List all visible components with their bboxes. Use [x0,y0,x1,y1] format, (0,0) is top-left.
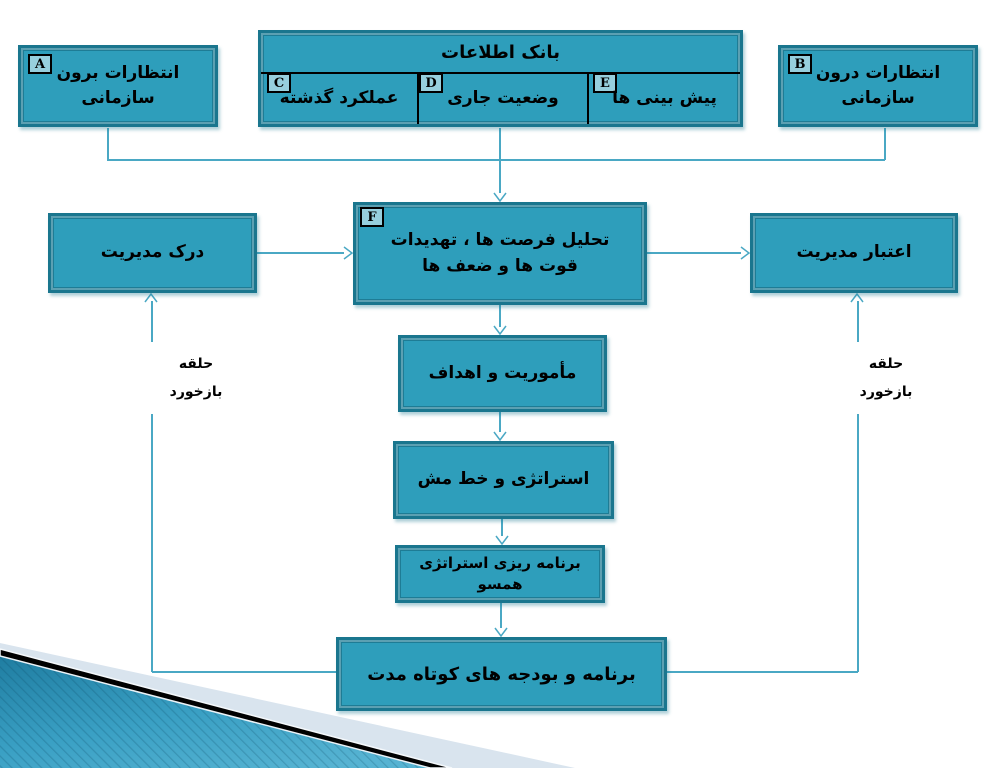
connector-swot-to-mission [499,305,501,327]
connector-a-drop [107,128,109,160]
connector-feedback-right-horizontal [667,671,858,673]
node-text: قوت ها و ضعف ها [422,255,578,276]
connector-feedback-left-horizontal [152,671,336,673]
node-text: استراتژی و خط مش [417,469,590,490]
connector-aligned-to-shortterm [500,603,502,628]
node-management-credibility: اعتبار مدیریت [750,213,958,293]
node-short-term-budgets: برنامه و بودجه های کوتاه مدت [336,637,667,711]
label-chip-d: D [419,73,443,93]
arrowhead-up-icon [850,293,864,303]
feedback-loop-label-right: حلقه بازخورد [836,342,936,414]
bank-cell-current-status: وضعیت جاری [417,74,587,124]
arrowhead-down-icon [494,627,508,637]
connector-swot-to-credibility [647,252,741,254]
arrowhead-down-icon [493,431,507,441]
node-swot-analysis: F تحلیل فرصت ها ، تهدیدات قوت ها و ضعف ه… [353,202,647,305]
feedback-label-line: حلقه [868,356,904,372]
arrowhead-down-icon [493,325,507,335]
label-chip-f: F [360,207,384,227]
node-text: برنامه و بودجه های کوتاه مدت [367,663,636,685]
node-external-expectations: A انتظارات برون سازمانی [18,45,218,127]
node-text: انتظارات درون [815,62,941,83]
bank-cell-past-performance: عملکرد گذشته [279,88,399,109]
arrowhead-up-icon [144,293,158,303]
bank-divider [261,72,740,74]
label-chip-b: B [788,54,812,74]
label-chip-e: E [593,73,617,93]
label-chip-a: A [28,54,52,74]
node-text: سازمانی [81,88,155,108]
node-mission-goals: مأموریت و اهداف [398,335,607,412]
node-text: درک مدیریت [100,242,205,263]
connector-feedback-left-vertical [151,301,153,672]
connector-cross-bar [107,159,885,161]
connector-strategy-to-aligned [501,519,503,536]
label-chip-c: C [267,73,291,93]
connector-b-drop [884,128,886,160]
feedback-label-line: بازخورد [169,384,223,400]
connector-feedback-right-vertical [857,301,859,672]
node-text: همسو [477,575,523,593]
feedback-label-line: بازخورد [859,384,913,400]
node-information-bank: بانک اطلاعات پیش بینی ها وضعیت جاری عملک… [258,30,743,127]
node-text: انتظارات برون [56,62,180,83]
node-text: اعتبار مدیریت [796,242,912,263]
feedback-label-line: حلقه [178,356,214,372]
node-internal-expectations: B انتظارات درون سازمانی [778,45,978,127]
node-strategy-policy: استراتژی و خط مش [393,441,614,519]
node-text: مأموریت و اهداف [428,362,577,383]
connector-understanding-to-swot [257,252,344,254]
connector-bank-to-swot [499,128,501,193]
feedback-loop-label-left: حلقه بازخورد [146,342,246,414]
node-text: سازمانی [841,88,915,108]
bank-title: بانک اطلاعات [441,42,560,63]
arrowhead-down-icon [495,535,509,545]
node-aligned-strategic-planning: برنامه ریزی استراتژی همسو [395,545,605,603]
arrowhead-right-icon [343,246,353,260]
corner-decoration [0,643,575,768]
node-text: برنامه ریزی استراتژی [419,554,581,572]
arrowhead-down-icon [493,192,507,202]
bank-cell-forecasts: پیش بینی ها [587,74,740,124]
bank-cells: پیش بینی ها وضعیت جاری عملکرد گذشته [261,74,740,124]
node-text: تحلیل فرصت ها ، تهدیدات [390,230,610,250]
node-management-understanding: درک مدیریت [48,213,257,293]
arrowhead-right-icon [740,246,750,260]
connector-mission-to-strategy [499,412,501,432]
